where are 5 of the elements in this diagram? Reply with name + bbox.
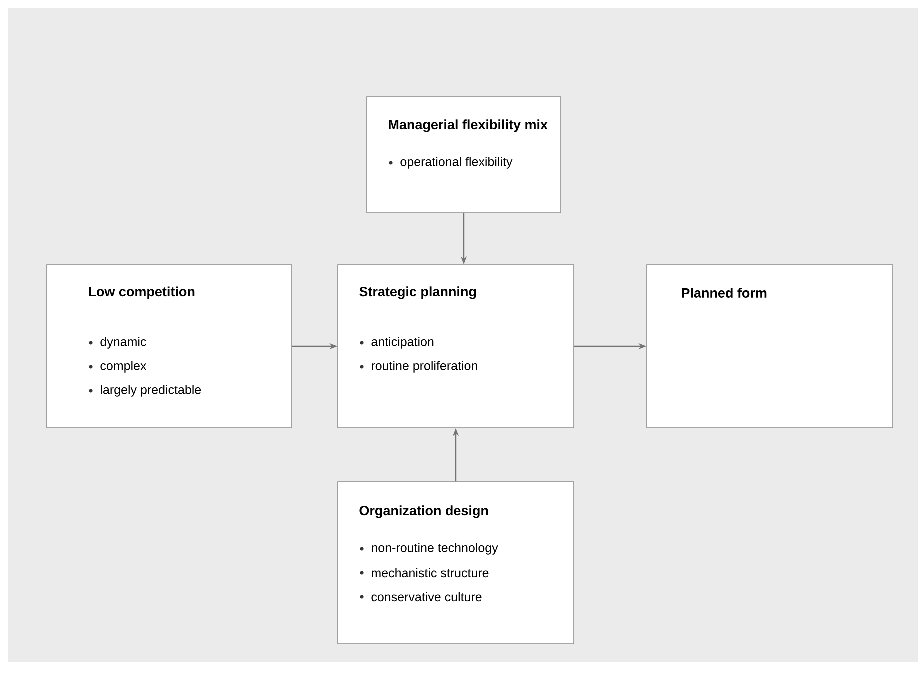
process-box: Strategic planning anticipation routine proliferation bbox=[338, 264, 574, 428]
process-box: Organization design non-routine technology mechanistic structure conservative culture bbox=[338, 482, 574, 644]
process-box: Low competition dynamic complex largely predictable bbox=[46, 264, 292, 428]
process-box: Planned form bbox=[646, 264, 894, 428]
process-box: Managerial flexibility mix operational flexibility bbox=[366, 96, 562, 214]
